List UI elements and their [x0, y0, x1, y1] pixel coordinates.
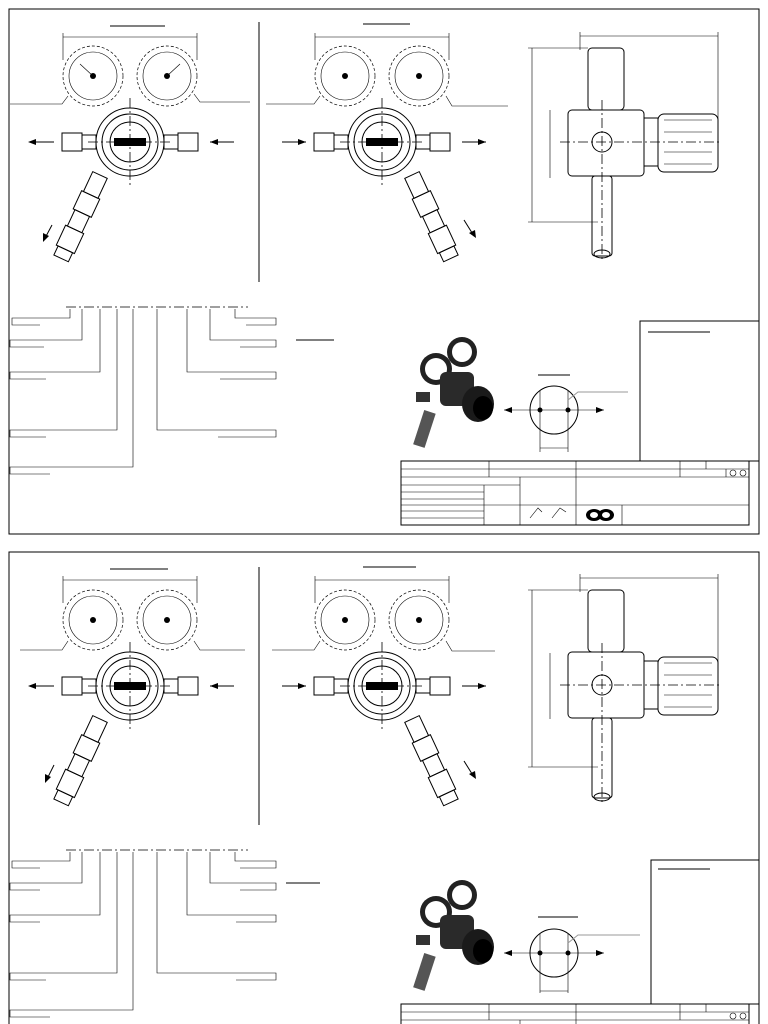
gauge-side-icon	[587, 589, 625, 653]
company-logo-icon	[586, 509, 614, 521]
front-view-left	[10, 25, 250, 263]
body-side-icon	[567, 109, 645, 177]
drawing-sheet-1	[8, 8, 760, 535]
iso-view-regulator-icon	[413, 337, 494, 448]
sheet-2-svg	[8, 551, 760, 1024]
regulator-body-icon	[340, 642, 424, 730]
drawing-sheet-2	[0, 545, 768, 1024]
sheet-1-svg	[8, 8, 760, 535]
outlet-side-icon	[591, 175, 613, 257]
regulator-body-icon	[88, 642, 172, 730]
ordering-code-diagram	[9, 849, 320, 1018]
regulator-body-icon	[88, 98, 172, 186]
panel-cutout-view	[504, 916, 640, 993]
ordering-code-diagram	[9, 306, 334, 475]
gauge-right-icon	[136, 589, 198, 651]
gauge-right-icon	[136, 45, 198, 107]
notes-box	[639, 320, 760, 462]
gauge-left-icon	[62, 45, 124, 107]
gauge-left-icon	[62, 589, 124, 651]
adjusting-knob-icon	[657, 656, 719, 716]
gauge-right-icon	[388, 589, 450, 651]
outlet-side-icon	[591, 717, 613, 799]
adjusting-knob-icon	[657, 113, 719, 173]
front-view-right	[266, 23, 508, 263]
notes-box	[650, 859, 760, 1005]
title-block	[400, 1003, 750, 1024]
gauge-left-icon	[314, 589, 376, 651]
sheet-border	[8, 8, 760, 535]
front-view-right	[272, 566, 495, 807]
outlet-fitting-icon	[404, 170, 459, 263]
gauge-left-icon	[314, 45, 376, 107]
outlet-fitting-icon	[53, 714, 108, 807]
side-view	[528, 32, 722, 260]
outlet-fitting-icon	[53, 170, 108, 263]
iso-view-regulator-icon	[413, 880, 494, 991]
outlet-fitting-icon	[404, 714, 459, 807]
regulator-body-icon	[340, 98, 424, 186]
title-block	[400, 460, 750, 526]
gauge-side-icon	[587, 47, 625, 111]
front-view-left	[20, 568, 245, 807]
gauge-right-icon	[388, 45, 450, 107]
side-view	[528, 574, 722, 803]
panel-cutout-view	[504, 374, 628, 452]
sheet-border	[8, 551, 760, 1024]
